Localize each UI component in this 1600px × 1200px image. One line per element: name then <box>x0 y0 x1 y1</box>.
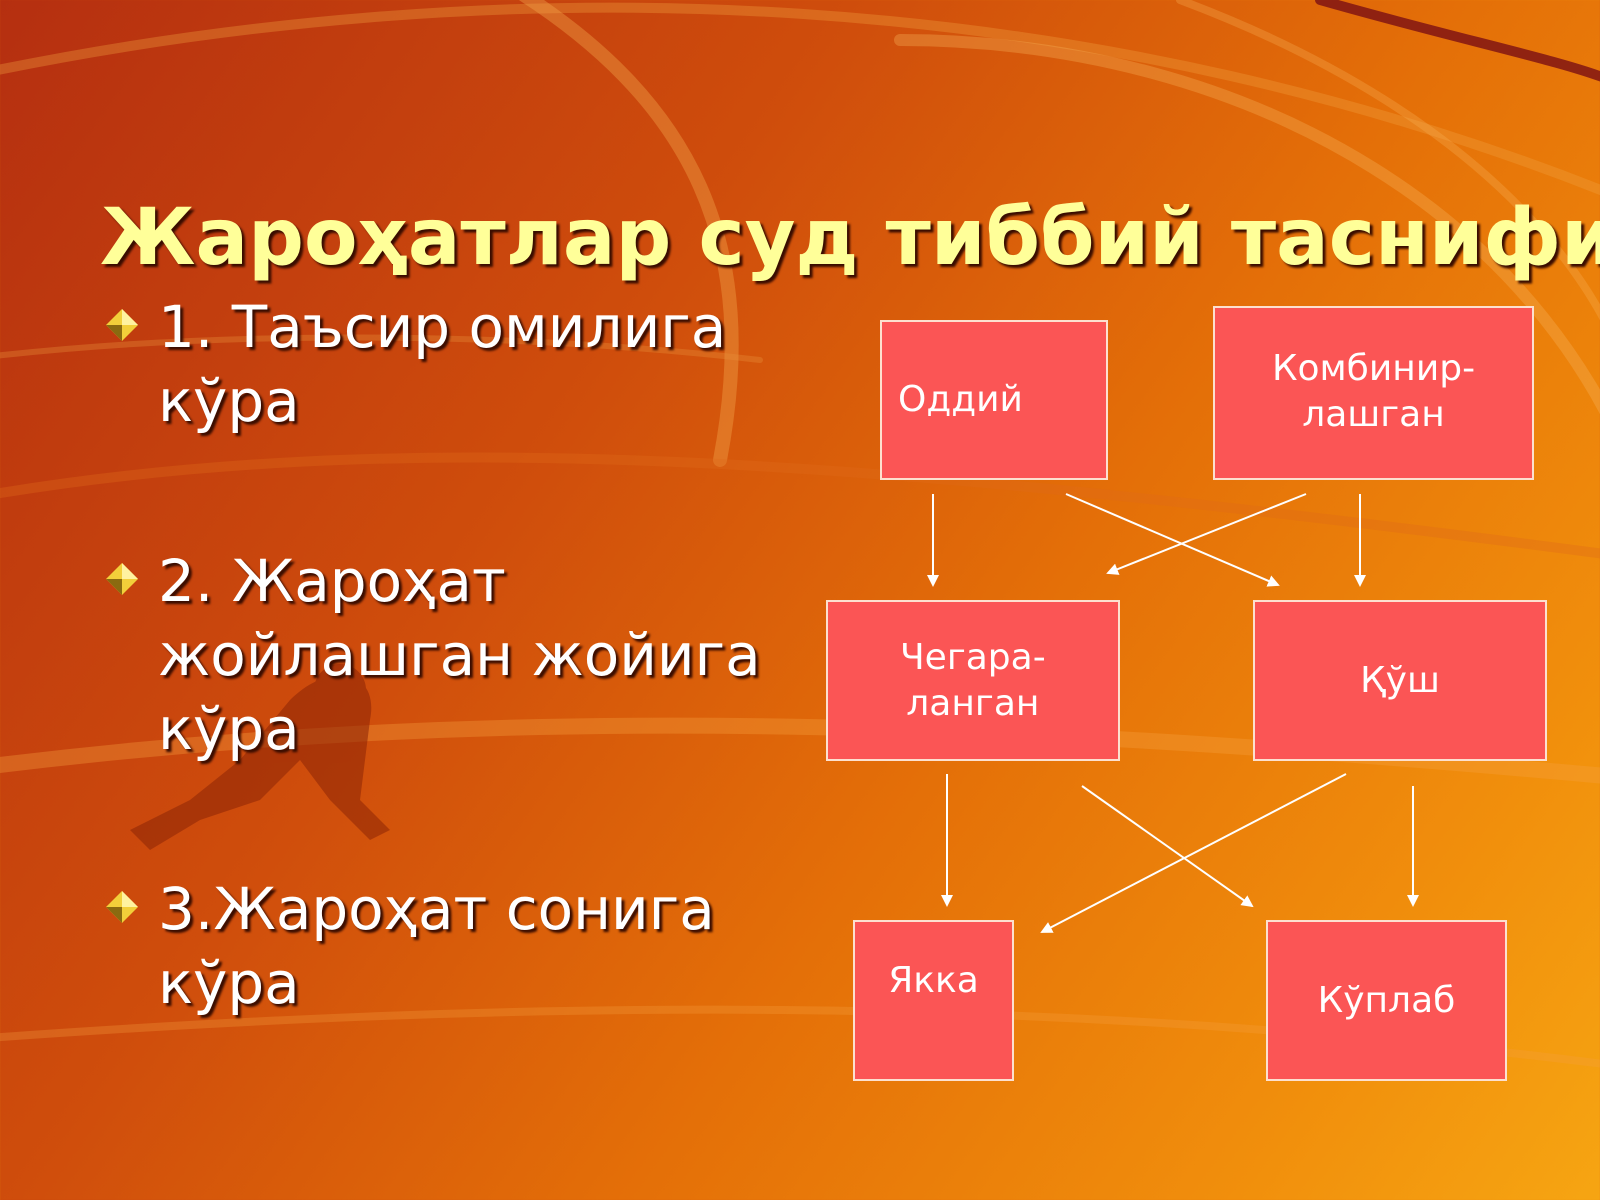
node-label: Кўплаб <box>1317 979 1456 1021</box>
node-label: Оддий <box>898 379 1023 420</box>
node-label: Қўш <box>1360 659 1440 701</box>
gold-diamond-bullet-icon <box>106 891 138 923</box>
bullet-item-2: 2. Жароҳат жойлашган жойига кўра <box>104 544 784 766</box>
slide-title: Жароҳатлар суд тиббий таснифи <box>100 193 1600 284</box>
runner-silhouette <box>130 664 390 850</box>
node-yakka: Якка <box>853 920 1014 1081</box>
node-oddiy: Оддий <box>880 320 1108 480</box>
node-qush: Қўш <box>1253 600 1547 761</box>
bullet-text: 2. Жароҳат жойлашган жойига кўра <box>158 547 761 763</box>
arrow-kombinir-to-chegara <box>1106 493 1307 575</box>
node-label: Комбинир- лашган <box>1271 348 1476 435</box>
node-chegaralangan: Чегара- ланган <box>826 600 1120 761</box>
node-label: Чегара- ланган <box>900 636 1046 724</box>
arrow-qush-to-yakka <box>1040 773 1347 933</box>
gold-diamond-bullet-icon <box>106 309 138 341</box>
node-label: Якка <box>888 960 979 1001</box>
bullet-item-3: 3.Жароҳат сонига кўра <box>104 872 784 1020</box>
node-kombinirlashgan: Комбинир- лашган <box>1213 306 1534 480</box>
gold-diamond-bullet-icon <box>106 563 138 595</box>
bullet-item-1: 1. Таъсир омилига кўра <box>104 290 784 438</box>
bullet-text: 1. Таъсир омилига кўра <box>158 293 727 435</box>
node-kuplab: Кўплаб <box>1266 920 1507 1081</box>
arrow-oddiy-to-qush <box>1065 493 1280 587</box>
bullet-text: 3.Жароҳат сонига кўра <box>158 875 715 1017</box>
arrow-chegara-to-kuplab <box>1081 785 1254 908</box>
